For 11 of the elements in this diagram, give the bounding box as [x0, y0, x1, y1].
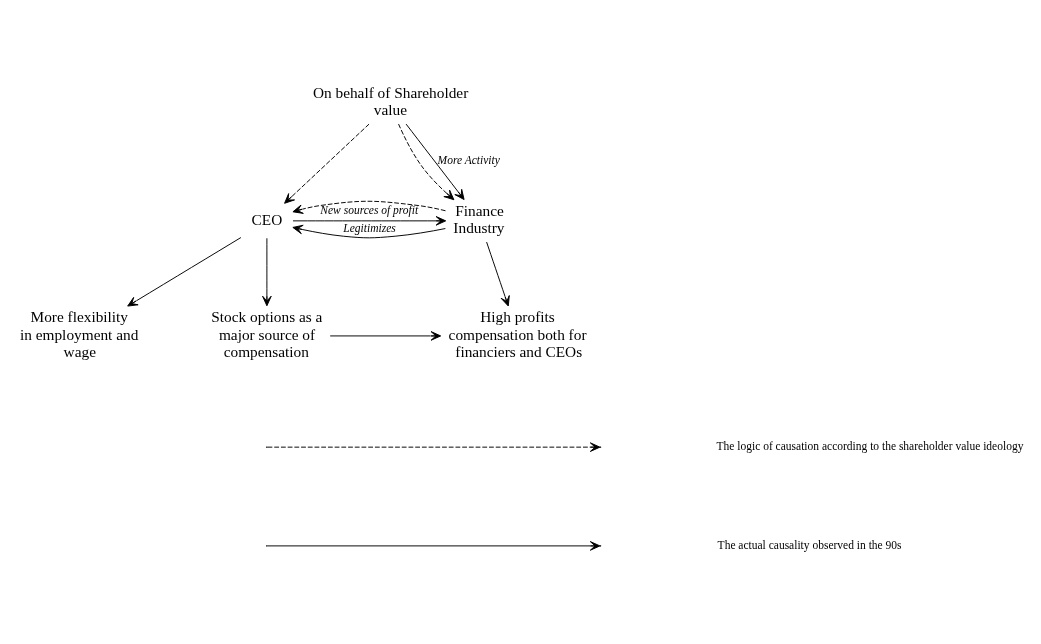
edge-label: New sources of profit: [320, 203, 419, 216]
legend-label: The actual causality observed in the 90s: [717, 538, 902, 551]
edge-label: More Activity: [437, 153, 500, 166]
node-text: More flexibility in employment and wage: [19, 307, 139, 360]
node-text: Finance Industry: [453, 201, 505, 236]
node-text: Stock options as a major source of compensation: [211, 307, 323, 360]
node-text: On behalf of Shareholder value: [312, 83, 469, 118]
legend-label: The logic of causation according to the shareholder value ideology: [716, 439, 1024, 452]
node-text: CEO: [251, 210, 283, 228]
edge-label: Legitimizes: [343, 221, 396, 234]
node-text: High profits compensation both for financiers and CEOs: [448, 307, 587, 360]
